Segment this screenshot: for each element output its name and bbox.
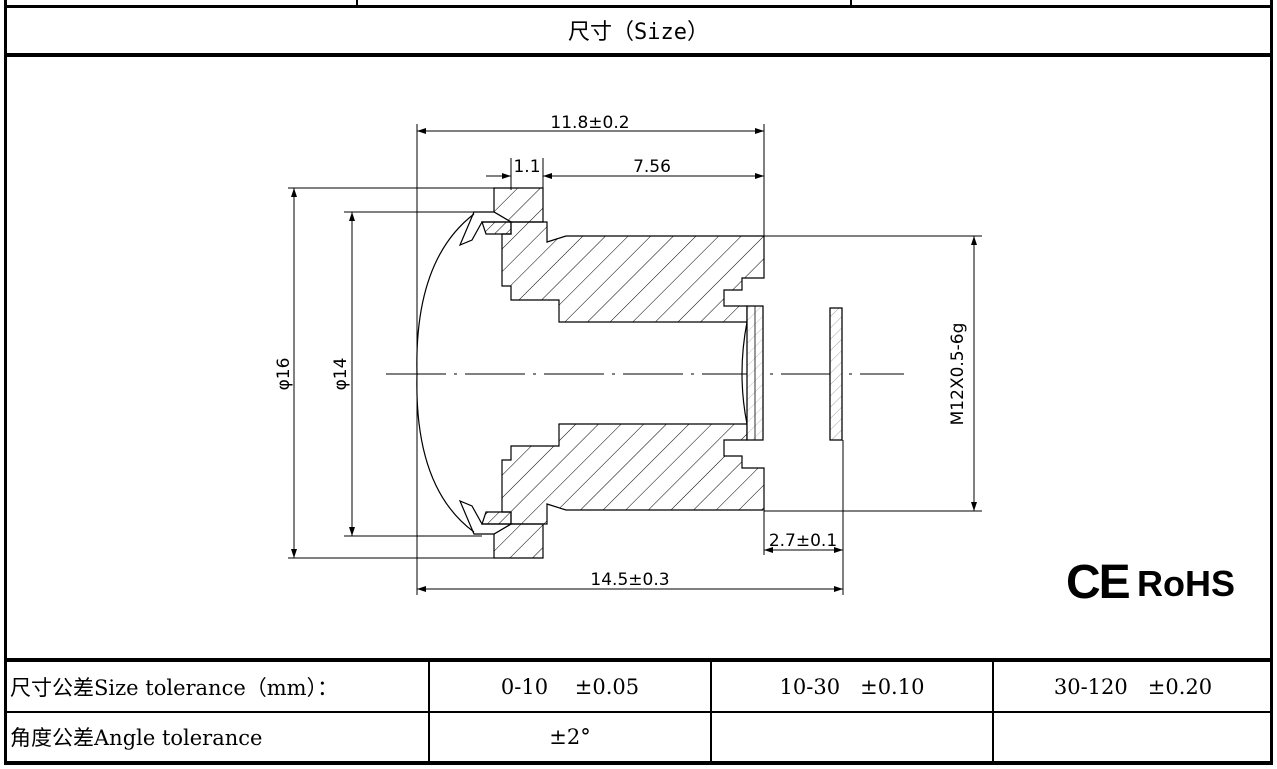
table-divider-2	[710, 662, 712, 762]
table-divider-3	[992, 662, 994, 762]
dim-flange: 1.1	[513, 157, 540, 177]
angle-tolerance-label: 角度公差Angle tolerance	[10, 726, 263, 750]
previous-row-strip	[4, 0, 1273, 6]
ce-mark: CE	[1066, 556, 1130, 609]
certification-marks: CE RoHS	[1066, 556, 1235, 609]
frame-rule-mid	[4, 711, 1273, 713]
dim-barrel: 7.56	[633, 157, 671, 177]
spec-sheet: 尺寸（Size）	[4, 0, 1273, 765]
angle-tolerance-value-3	[993, 713, 1273, 761]
dim-thread: M12X0.5-6g	[948, 323, 968, 426]
angle-tolerance-value-1: ±2°	[549, 725, 591, 749]
size-tolerance-label: 尺寸公差Size tolerance（mm）：	[10, 675, 339, 700]
lens-drawing: 11.8±0.2 1.1 7.56 φ16 φ14 M12X0.5-6g 2.7…	[4, 58, 1273, 660]
rohs-mark: RoHS	[1137, 563, 1235, 604]
frame-rule-top	[4, 5, 1273, 8]
frame-rule-drawing	[4, 658, 1273, 662]
table-divider-1	[428, 662, 430, 762]
lens-body	[416, 187, 843, 559]
size-tolerance-range-2: 10-30 ±0.10	[779, 674, 925, 699]
lens-drawing-svg: 11.8±0.2 1.1 7.56 φ16 φ14 M12X0.5-6g 2.7…	[274, 113, 1235, 609]
frame-rule-title	[4, 53, 1273, 57]
frame-left-border	[4, 0, 7, 765]
size-tolerance-range-1: 0-10 ±0.05	[500, 674, 640, 699]
size-tolerance-row: 尺寸公差Size tolerance（mm）： 0-10 ±0.05 10-30…	[4, 662, 1273, 711]
dim-overall-bottom: 14.5±0.3	[590, 570, 669, 590]
dim-filter-gap: 2.7±0.1	[769, 531, 837, 551]
size-tolerance-range-3: 30-120 ±0.20	[1053, 674, 1213, 699]
dim-diameter-outer: φ16	[274, 358, 294, 391]
angle-tolerance-value-2	[711, 713, 993, 761]
rear-lens	[741, 321, 748, 425]
section-title: 尺寸（Size）	[568, 20, 709, 45]
frame-right-border	[1270, 0, 1273, 765]
frame-rule-bottom	[4, 761, 1273, 765]
angle-tolerance-row: 角度公差Angle tolerance ±2°	[4, 713, 1273, 761]
dim-diameter-inner: φ14	[331, 358, 351, 391]
front-lens	[416, 213, 475, 533]
dim-overall-top: 11.8±0.2	[550, 113, 629, 133]
